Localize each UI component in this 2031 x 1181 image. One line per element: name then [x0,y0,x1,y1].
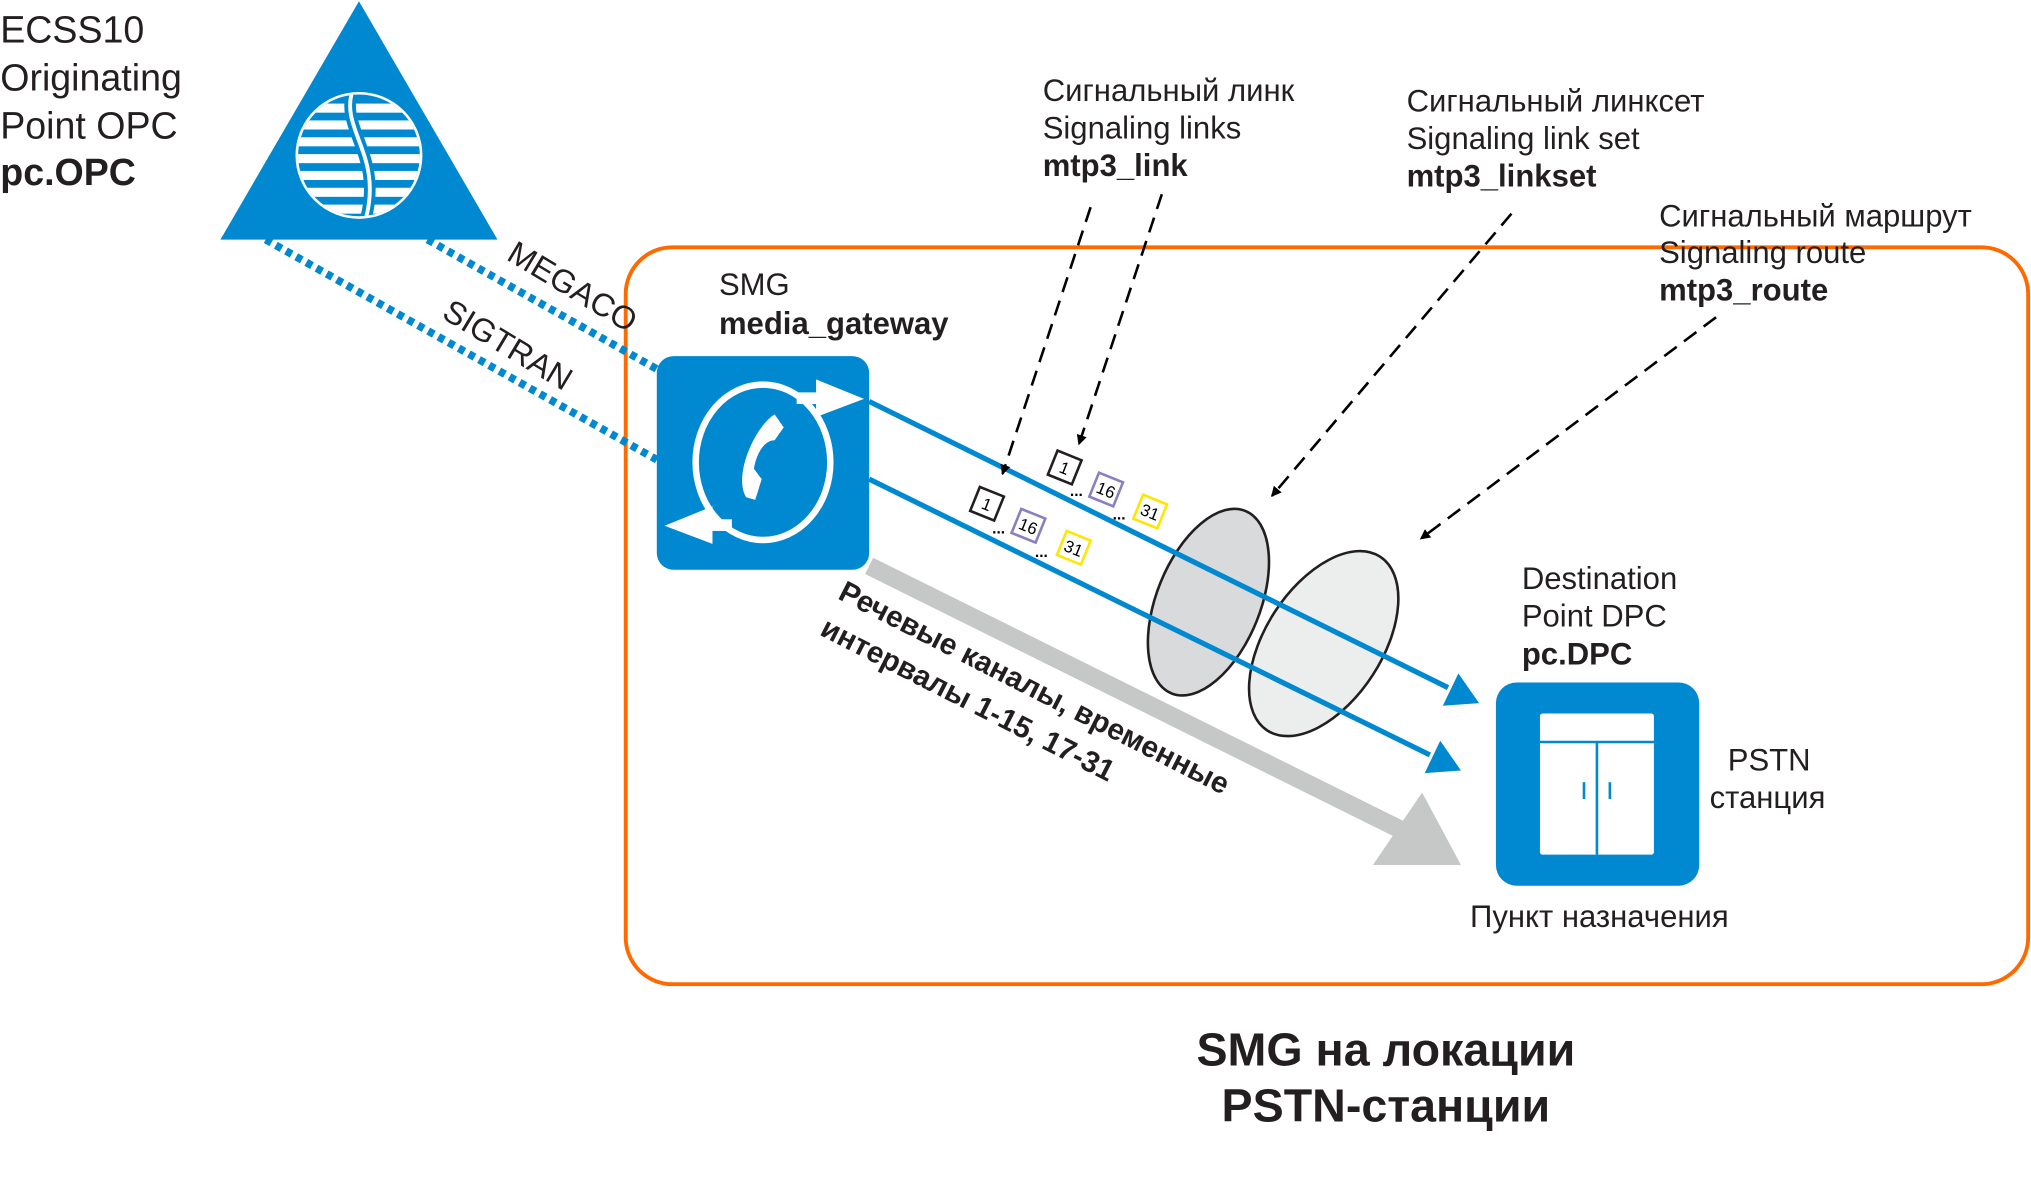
callout-arrows [1000,193,1717,540]
opc-label-3: Point OPC [0,105,177,147]
linkset-label-en: Signaling link set [1407,121,1640,156]
signaling-link-1 [868,399,1480,706]
route-label-ru: Сигнальный маршрут [1659,199,1972,234]
voice-channels-arrow [865,557,1461,866]
location-frame [623,245,2031,987]
svg-text:...: ... [1113,506,1126,523]
softswitch-icon [220,1,498,240]
pstn-exchange-icon [1495,682,1700,886]
timeslots-link-2: 1 ... 16 ... 31 [968,485,1093,567]
link-label-ru: Сигнальный линк [1043,73,1295,108]
dpc-id: pc.DPC [1522,636,1632,671]
opc-label-4: pc.OPC [0,151,136,193]
link-label-en: Signaling links [1043,111,1242,146]
destination-caption: Пункт назначения [1470,899,1729,934]
svg-text:...: ... [992,521,1005,538]
pstn-label-2: станция [1710,780,1826,815]
title-line-2: PSTN-станции [1222,1079,1551,1131]
svg-text:...: ... [1035,544,1048,561]
route-label-en: Signaling route [1659,235,1866,270]
pstn-label-1: PSTN [1728,742,1811,777]
linkset-id: mtp3_linkset [1407,158,1597,193]
dpc-label-1: Destination [1522,561,1677,596]
svg-text:...: ... [1070,483,1083,500]
signaling-link-2 [868,476,1461,774]
opc-label-2: Originating [0,57,182,99]
media-gateway-icon [656,356,870,570]
megaco-link [425,236,659,373]
route-ellipse [1247,549,1400,738]
smg-label: SMG [719,267,790,302]
opc-label-1: ECSS10 [0,9,144,51]
title-line-1: SMG на локации [1196,1024,1575,1076]
sigtran-link [263,236,659,464]
smg-id: media_gateway [719,306,949,341]
route-id: mtp3_route [1659,272,1828,307]
linkset-label-ru: Сигнальный линксет [1407,83,1705,118]
timeslots-link-1: 1 ... 16 ... 31 [1046,448,1169,531]
link-id: mtp3_link [1043,148,1189,183]
dpc-label-2: Point DPC [1522,599,1667,634]
sigtran-label: SIGTRAN [437,292,579,397]
